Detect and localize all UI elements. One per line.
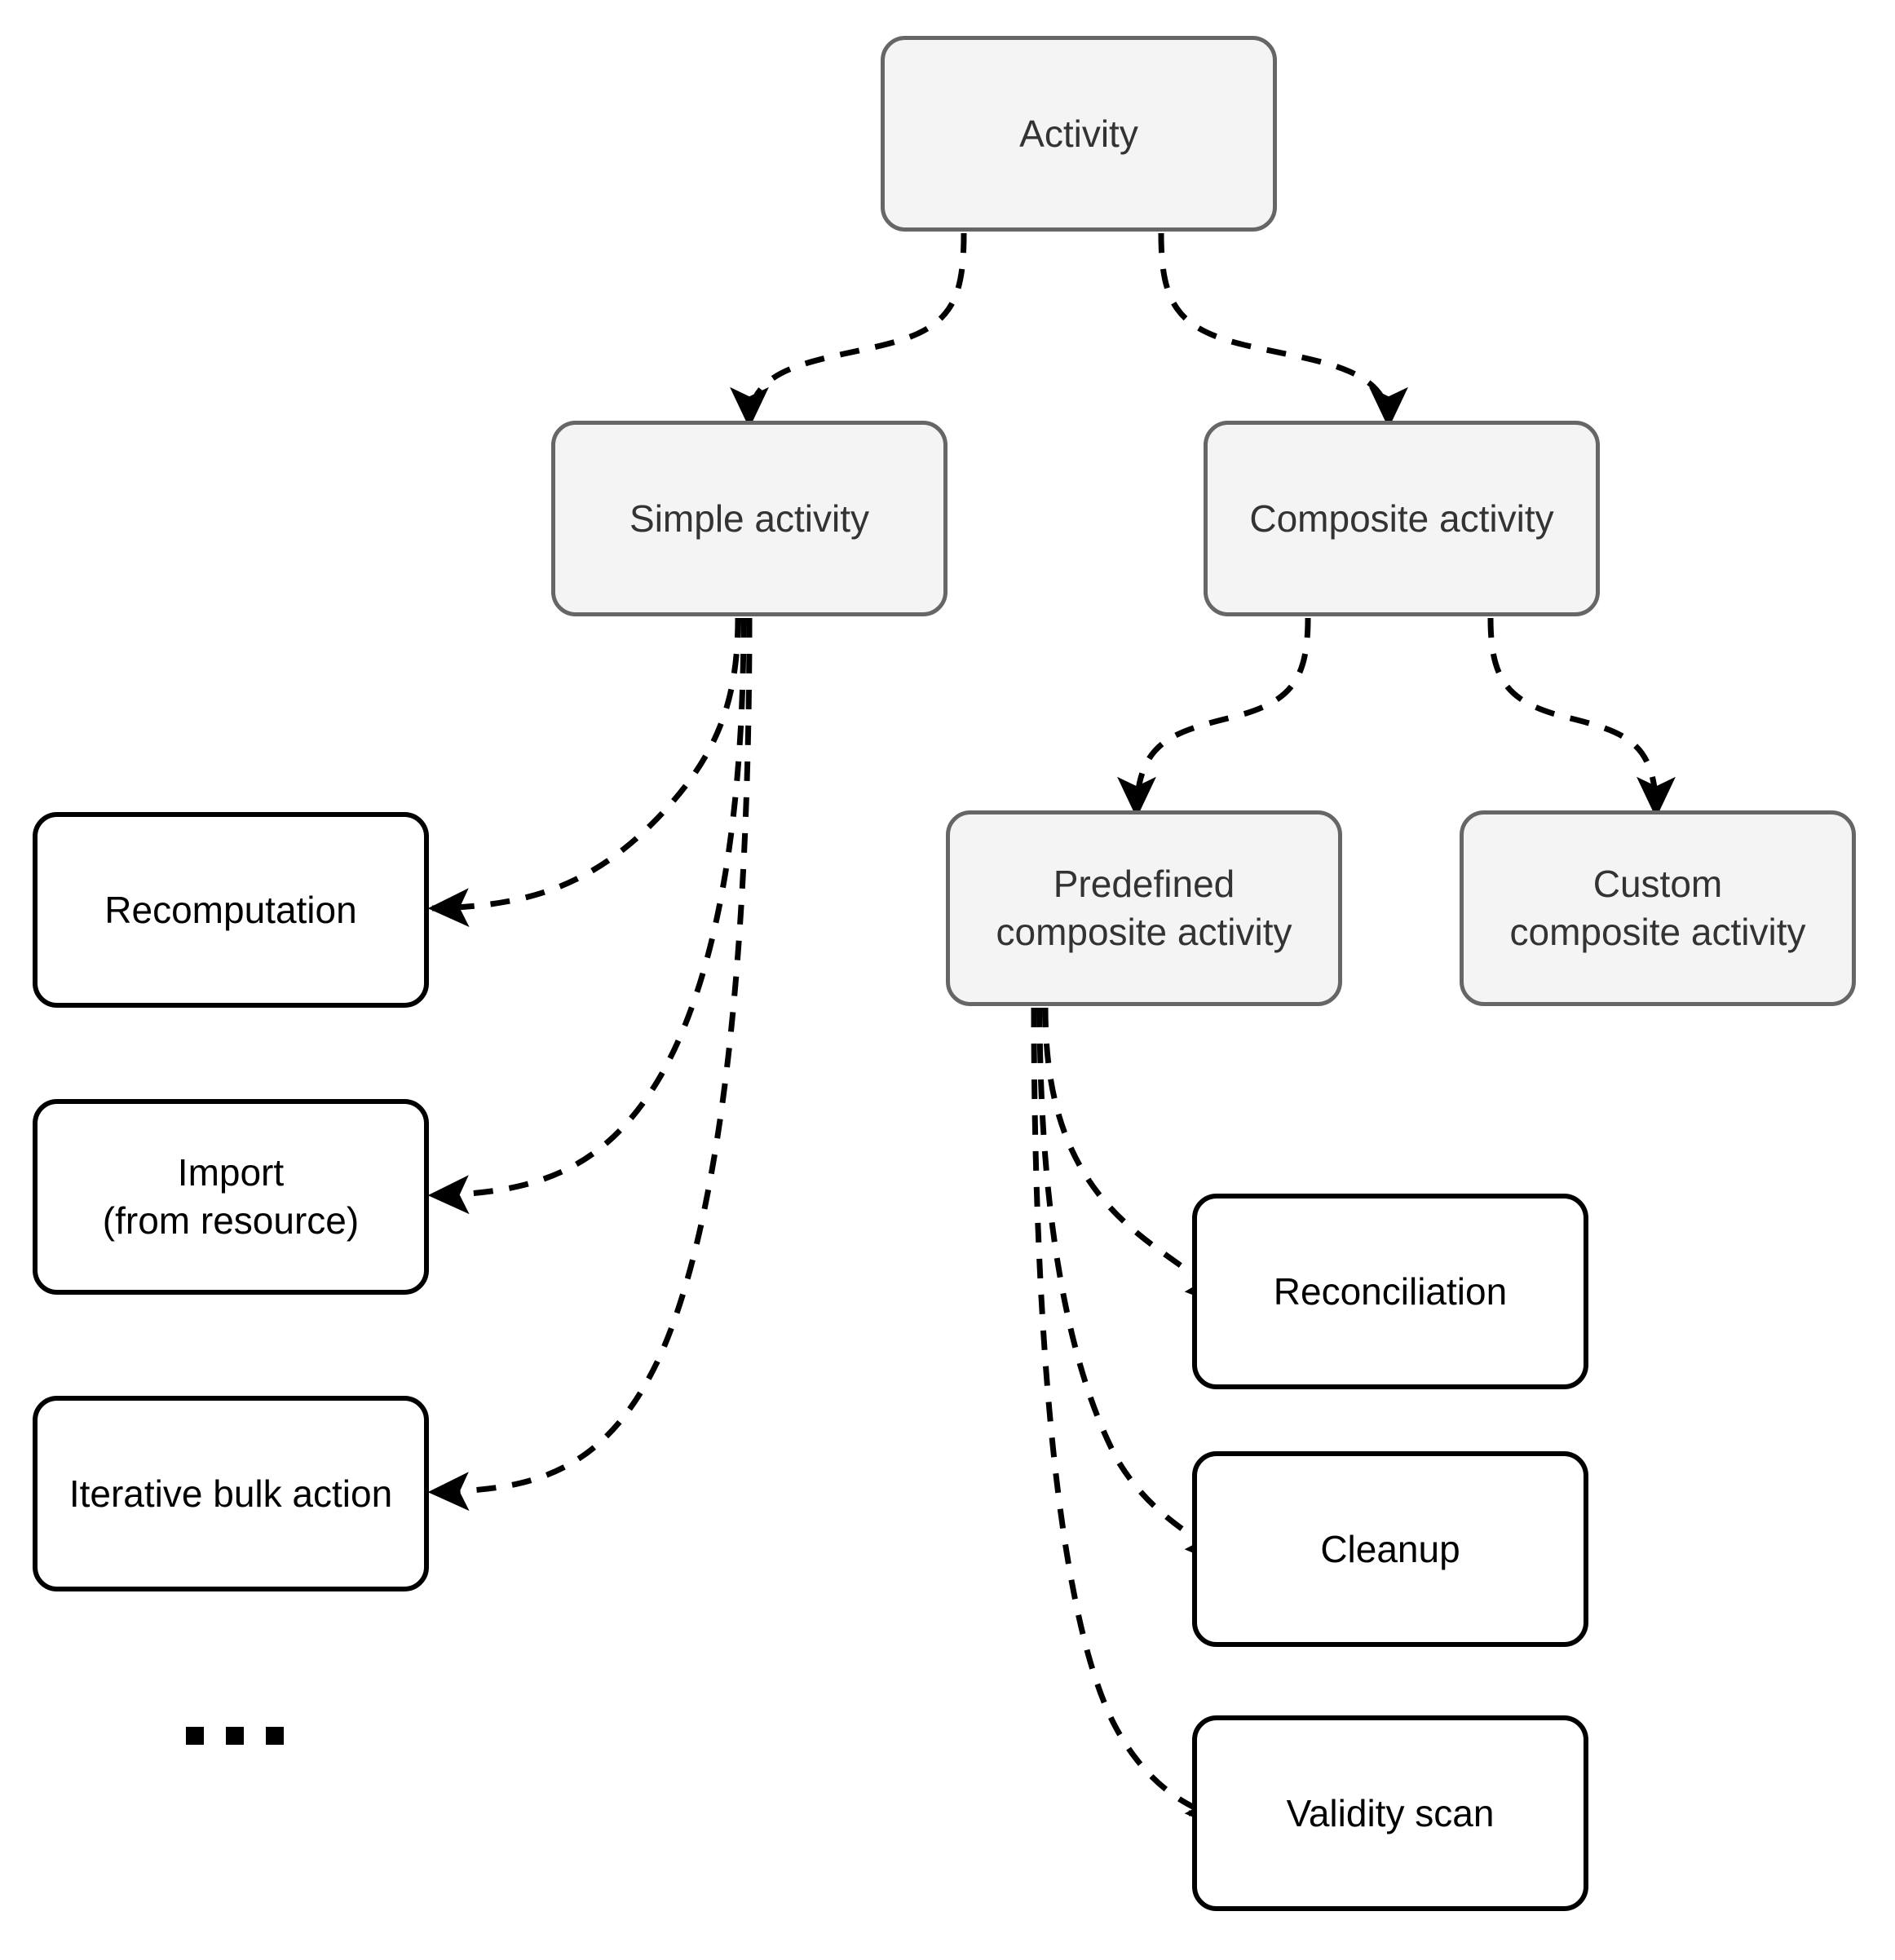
node-validity-scan-label: Validity scan [1286, 1791, 1495, 1834]
ellipsis-dot [266, 1727, 284, 1745]
edge-activity-to-composite [1158, 232, 1408, 429]
node-import-from-resource-label: Import (from resource) [102, 1151, 360, 1242]
edge-predefined-to-cleanup [1036, 1007, 1227, 1568]
node-reconciliation-label: Reconciliation [1273, 1269, 1508, 1313]
node-simple-activity-label: Simple activity [629, 497, 869, 540]
node-recomputation[interactable]: Recomputation [33, 812, 429, 1008]
ellipsis-more-simple-activities [186, 1727, 284, 1745]
node-predefined-composite-activity[interactable]: Predefined composite activity [946, 810, 1342, 1006]
node-validity-scan[interactable]: Validity scan [1192, 1715, 1588, 1911]
ellipsis-dot [226, 1727, 244, 1745]
node-iterative-bulk-action-label: Iterative bulk action [68, 1472, 393, 1515]
node-custom-composite-activity-label: Custom composite activity [1509, 863, 1806, 953]
edge-predefined-to-validity-scan [1031, 1007, 1227, 1832]
edge-composite-to-predefined [1117, 617, 1311, 819]
edge-activity-to-simple [730, 232, 967, 429]
node-iterative-bulk-action[interactable]: Iterative bulk action [33, 1396, 429, 1591]
node-activity[interactable]: Activity [881, 36, 1277, 232]
node-predefined-composite-activity-label: Predefined composite activity [996, 863, 1292, 953]
node-recomputation-label: Recomputation [104, 888, 357, 931]
node-custom-composite-activity[interactable]: Custom composite activity [1460, 810, 1856, 1006]
edge-simple-to-iterative [427, 617, 753, 1512]
node-composite-activity[interactable]: Composite activity [1204, 421, 1600, 616]
node-cleanup[interactable]: Cleanup [1192, 1451, 1588, 1647]
node-activity-label: Activity [1019, 112, 1138, 155]
edge-simple-to-import [427, 617, 747, 1215]
edge-predefined-to-reconciliation [1042, 1007, 1227, 1309]
node-reconciliation[interactable]: Reconciliation [1192, 1194, 1588, 1389]
node-cleanup-label: Cleanup [1320, 1527, 1460, 1570]
edge-simple-to-recomputation [427, 617, 741, 928]
edge-composite-to-custom [1487, 617, 1676, 819]
node-simple-activity[interactable]: Simple activity [551, 421, 948, 616]
node-import-from-resource[interactable]: Import (from resource) [33, 1099, 429, 1295]
node-composite-activity-label: Composite activity [1249, 497, 1554, 540]
ellipsis-dot [186, 1727, 204, 1745]
